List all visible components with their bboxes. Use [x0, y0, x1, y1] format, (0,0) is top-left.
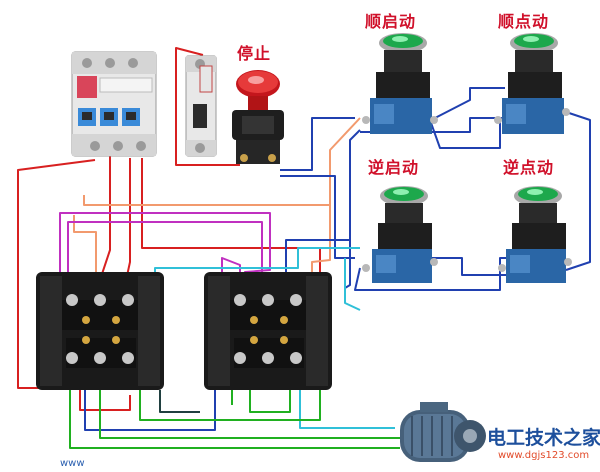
wire-green-1 — [69, 390, 400, 449]
wire-blue-stop-to-reverse — [280, 175, 355, 259]
stop-label: 停止 — [237, 44, 272, 63]
wire-blue-stop-to-forward — [280, 117, 355, 171]
wire-blue-reverse-return — [354, 267, 501, 291]
motor — [400, 402, 486, 462]
wire-blue-right-loop — [565, 111, 591, 271]
wire-cyan-3 — [299, 390, 395, 429]
reverse-start-label: 逆启动 — [368, 158, 420, 177]
watermark-title: 电工技术之家 — [487, 427, 600, 449]
wire-blue-to-contactors — [285, 239, 350, 285]
stop-button — [232, 70, 284, 164]
corner-text: www — [60, 458, 85, 469]
reverse-jog-label: 逆点动 — [503, 158, 555, 177]
wire-blue-forward-down — [344, 129, 361, 289]
forward-jog-label: 顺点动 — [498, 12, 550, 31]
forward-start-label: 顺启动 — [365, 12, 417, 31]
wire-red-breaker-to-stop — [175, 47, 204, 56]
wire-magenta-2 — [67, 221, 263, 285]
wire-red-stop-bus — [141, 158, 321, 285]
wire-blue-forward-right — [434, 87, 505, 119]
wire-dark-1 — [159, 390, 200, 413]
reverse-start-button — [362, 186, 438, 283]
wire-red-bottom — [79, 388, 131, 411]
contactor-left — [36, 272, 164, 390]
contactor-right — [204, 272, 332, 390]
wire-green-2 — [99, 390, 400, 439]
wire-blue-reverse-bus — [432, 257, 508, 276]
wires — [17, 47, 591, 449]
watermark-url: www.dgjs123.com — [498, 450, 590, 461]
wire-green-3 — [139, 390, 321, 421]
forward-start-button — [362, 33, 438, 134]
circuit-breaker-3p — [71, 51, 157, 157]
wire-green-4 — [249, 390, 291, 413]
wire-blue-forward-mid — [429, 118, 501, 149]
wire-blue-bottom-left — [84, 390, 216, 431]
reverse-jog-button — [498, 186, 572, 283]
wire-red-stop-loop — [175, 55, 240, 166]
breaker-label-red — [77, 76, 97, 98]
circuit-breaker-1p — [185, 55, 217, 157]
wire-cyan-2 — [344, 258, 361, 311]
forward-jog-button — [494, 33, 570, 134]
wire-red-breaker-down-1 — [99, 155, 111, 281]
wire-orange-2 — [73, 215, 97, 280]
